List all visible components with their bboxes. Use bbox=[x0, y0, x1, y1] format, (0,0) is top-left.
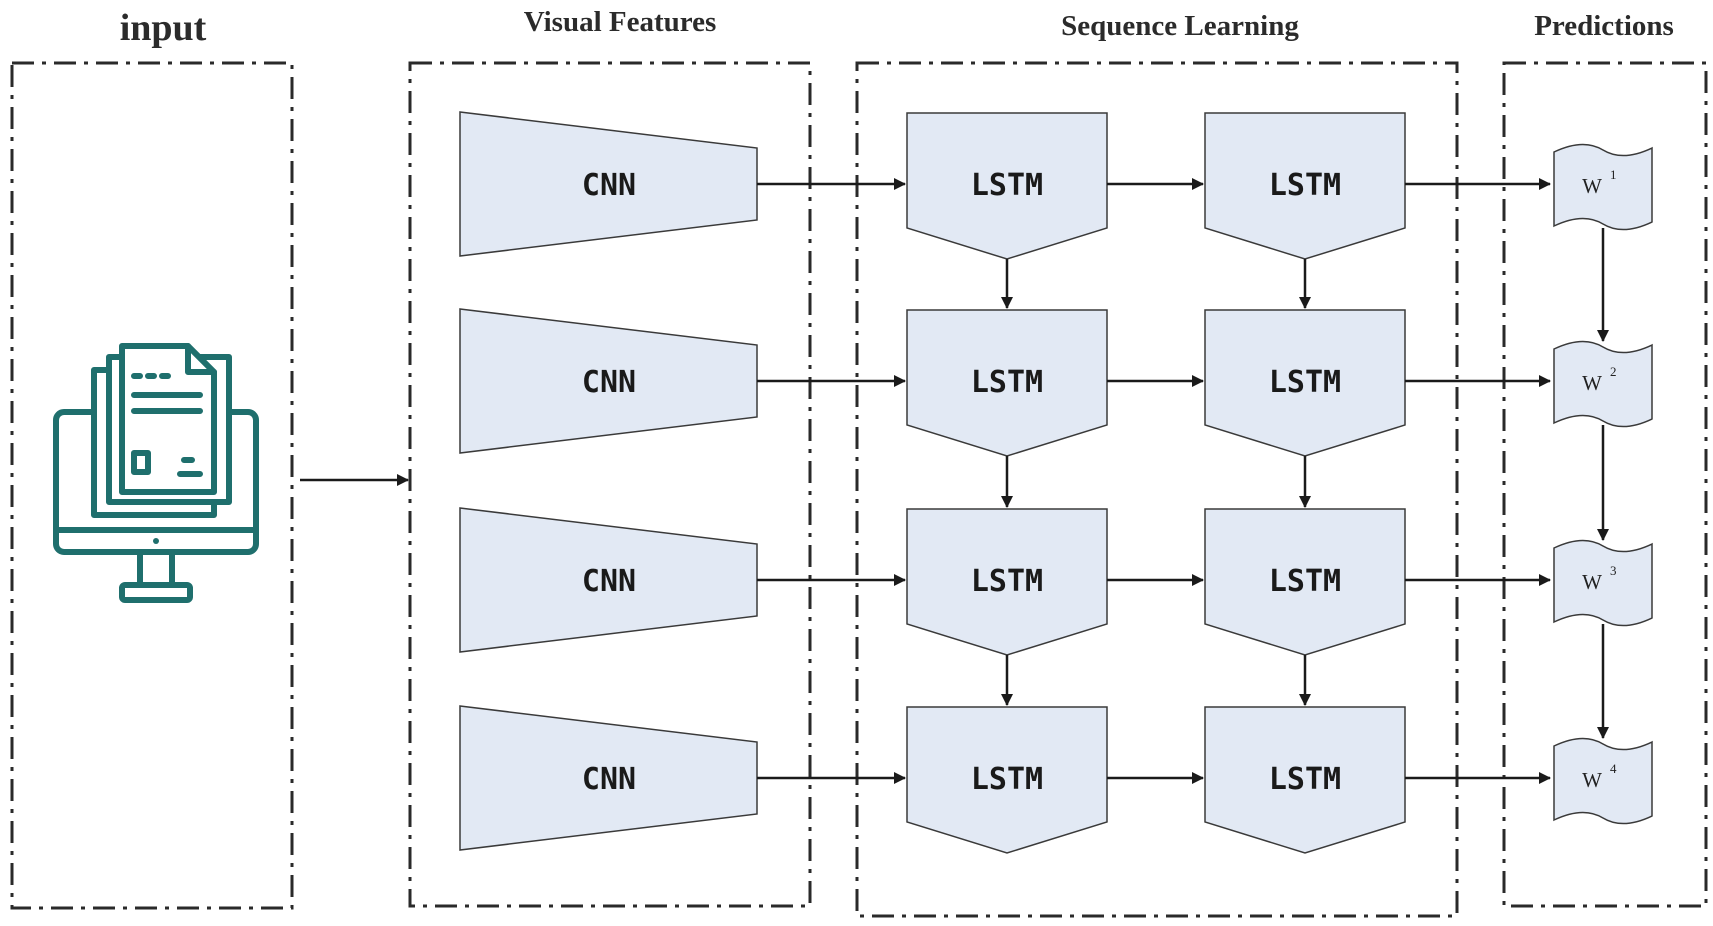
section-title-input: input bbox=[119, 7, 207, 49]
lstm-block-3a bbox=[906, 508, 1108, 656]
section-title-sequence-learning: Sequence Learning bbox=[1061, 10, 1299, 42]
lstm-label-2a: LSTM bbox=[971, 365, 1043, 400]
cnn-label-2: CNN bbox=[582, 365, 636, 400]
frame-input bbox=[10, 61, 294, 910]
lstm-block-4a bbox=[906, 706, 1108, 854]
section-title-visual-features: Visual Features bbox=[523, 6, 717, 38]
lstm-block-2a bbox=[906, 309, 1108, 457]
prediction-sup-1: 1 bbox=[1610, 167, 1617, 182]
prediction-label-4: W bbox=[1582, 768, 1602, 792]
lstm-block-1b bbox=[1204, 112, 1406, 260]
lstm-block-1a bbox=[906, 112, 1108, 260]
prediction-sup-2: 2 bbox=[1610, 364, 1617, 379]
cnn-block-3 bbox=[459, 507, 758, 653]
lstm-block-2b bbox=[1204, 309, 1406, 457]
cnn-block-2 bbox=[459, 308, 758, 454]
lstm-label-3b: LSTM bbox=[1269, 564, 1341, 599]
frame-predictions bbox=[1502, 61, 1708, 908]
prediction-label-3: W bbox=[1582, 570, 1602, 594]
lstm-label-4b: LSTM bbox=[1269, 762, 1341, 797]
prediction-sup-3: 3 bbox=[1610, 563, 1617, 578]
lstm-label-1a: LSTM bbox=[971, 168, 1043, 203]
prediction-w-3 bbox=[1553, 539, 1653, 627]
prediction-w-4 bbox=[1553, 737, 1653, 825]
lstm-label-3a: LSTM bbox=[971, 564, 1043, 599]
prediction-w-1 bbox=[1553, 143, 1653, 231]
cnn-label-1: CNN bbox=[582, 168, 636, 203]
frame-visual-features bbox=[408, 61, 812, 908]
cnn-label-4: CNN bbox=[582, 762, 636, 797]
cnn-block-1 bbox=[459, 111, 758, 257]
lstm-block-3b bbox=[1204, 508, 1406, 656]
prediction-sup-4: 4 bbox=[1610, 761, 1617, 776]
lstm-block-4b bbox=[1204, 706, 1406, 854]
prediction-w-2 bbox=[1553, 340, 1653, 428]
cnn-block-4 bbox=[459, 705, 758, 851]
document-monitor-icon bbox=[53, 343, 259, 603]
lstm-label-4a: LSTM bbox=[971, 762, 1043, 797]
lstm-label-2b: LSTM bbox=[1269, 365, 1341, 400]
lstm-label-1b: LSTM bbox=[1269, 168, 1341, 203]
prediction-label-2: W bbox=[1582, 371, 1602, 395]
prediction-label-1: W bbox=[1582, 174, 1602, 198]
frame-sequence-learning bbox=[855, 61, 1459, 918]
section-title-predictions: Predictions bbox=[1534, 10, 1674, 42]
cnn-label-3: CNN bbox=[582, 564, 636, 599]
